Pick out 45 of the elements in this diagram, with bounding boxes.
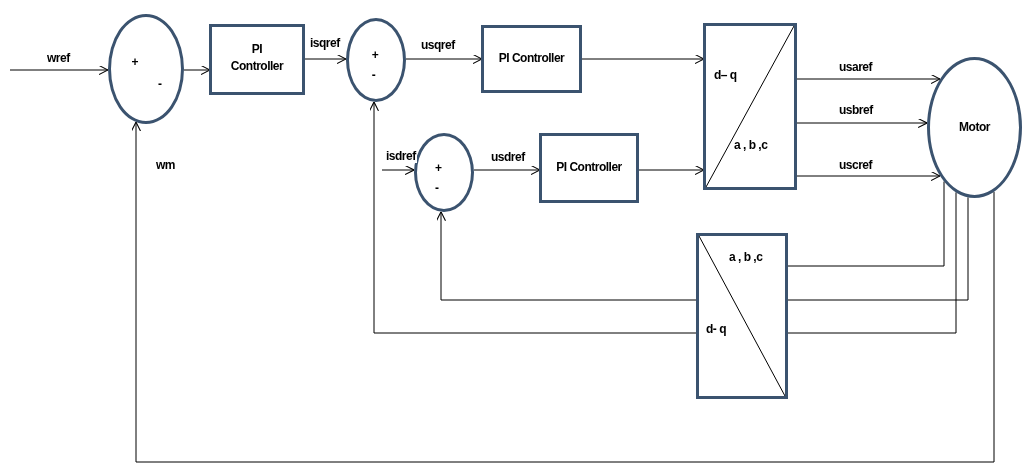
summing-junction	[346, 18, 406, 102]
arrow	[368, 101, 698, 334]
controller-box	[481, 25, 582, 93]
sign-label: -	[435, 180, 439, 195]
signal-label: usbref	[838, 103, 874, 117]
block-label: PI Controller	[229, 41, 285, 75]
arrow	[405, 53, 483, 65]
signal-label: wref	[46, 51, 71, 65]
arrow	[795, 73, 941, 85]
signal-label: isqref	[309, 36, 341, 50]
arrow	[9, 64, 109, 76]
sign-label: -	[158, 77, 162, 92]
arrow	[381, 164, 415, 176]
connector-line	[786, 181, 945, 267]
controller-box	[539, 133, 639, 203]
frame-label: d– q	[714, 68, 737, 82]
arrow	[435, 211, 698, 301]
connector-line	[786, 196, 969, 301]
controller-box	[209, 24, 305, 95]
arrow	[795, 117, 928, 129]
sign-label: +	[371, 48, 379, 63]
block-label: PI Controller	[555, 160, 623, 174]
sign-label: -	[371, 67, 376, 82]
arrow	[637, 164, 705, 176]
frame-label: a , b ,c	[734, 138, 768, 152]
arrow	[303, 53, 347, 65]
block-label: Motor	[958, 119, 992, 134]
arrow	[473, 164, 541, 176]
signal-label: usdref	[490, 150, 526, 164]
sign-label: +	[131, 55, 139, 70]
connector-line	[786, 191, 957, 334]
signal-label: usqref	[420, 38, 456, 52]
signal-label: uscref	[838, 158, 874, 172]
block-label: PI Controller	[497, 51, 566, 65]
motor-circle	[927, 57, 1022, 198]
frame-label: a , b ,c	[729, 250, 763, 264]
arrow	[183, 64, 211, 76]
arrow	[795, 170, 941, 182]
frame-label: d- q	[706, 322, 726, 336]
summing-junction	[108, 14, 184, 124]
signal-label: isdref	[385, 149, 417, 163]
signal-label: usaref	[838, 60, 874, 74]
arrow	[580, 53, 705, 65]
arrow	[130, 121, 995, 463]
sign-label: +	[435, 161, 442, 176]
